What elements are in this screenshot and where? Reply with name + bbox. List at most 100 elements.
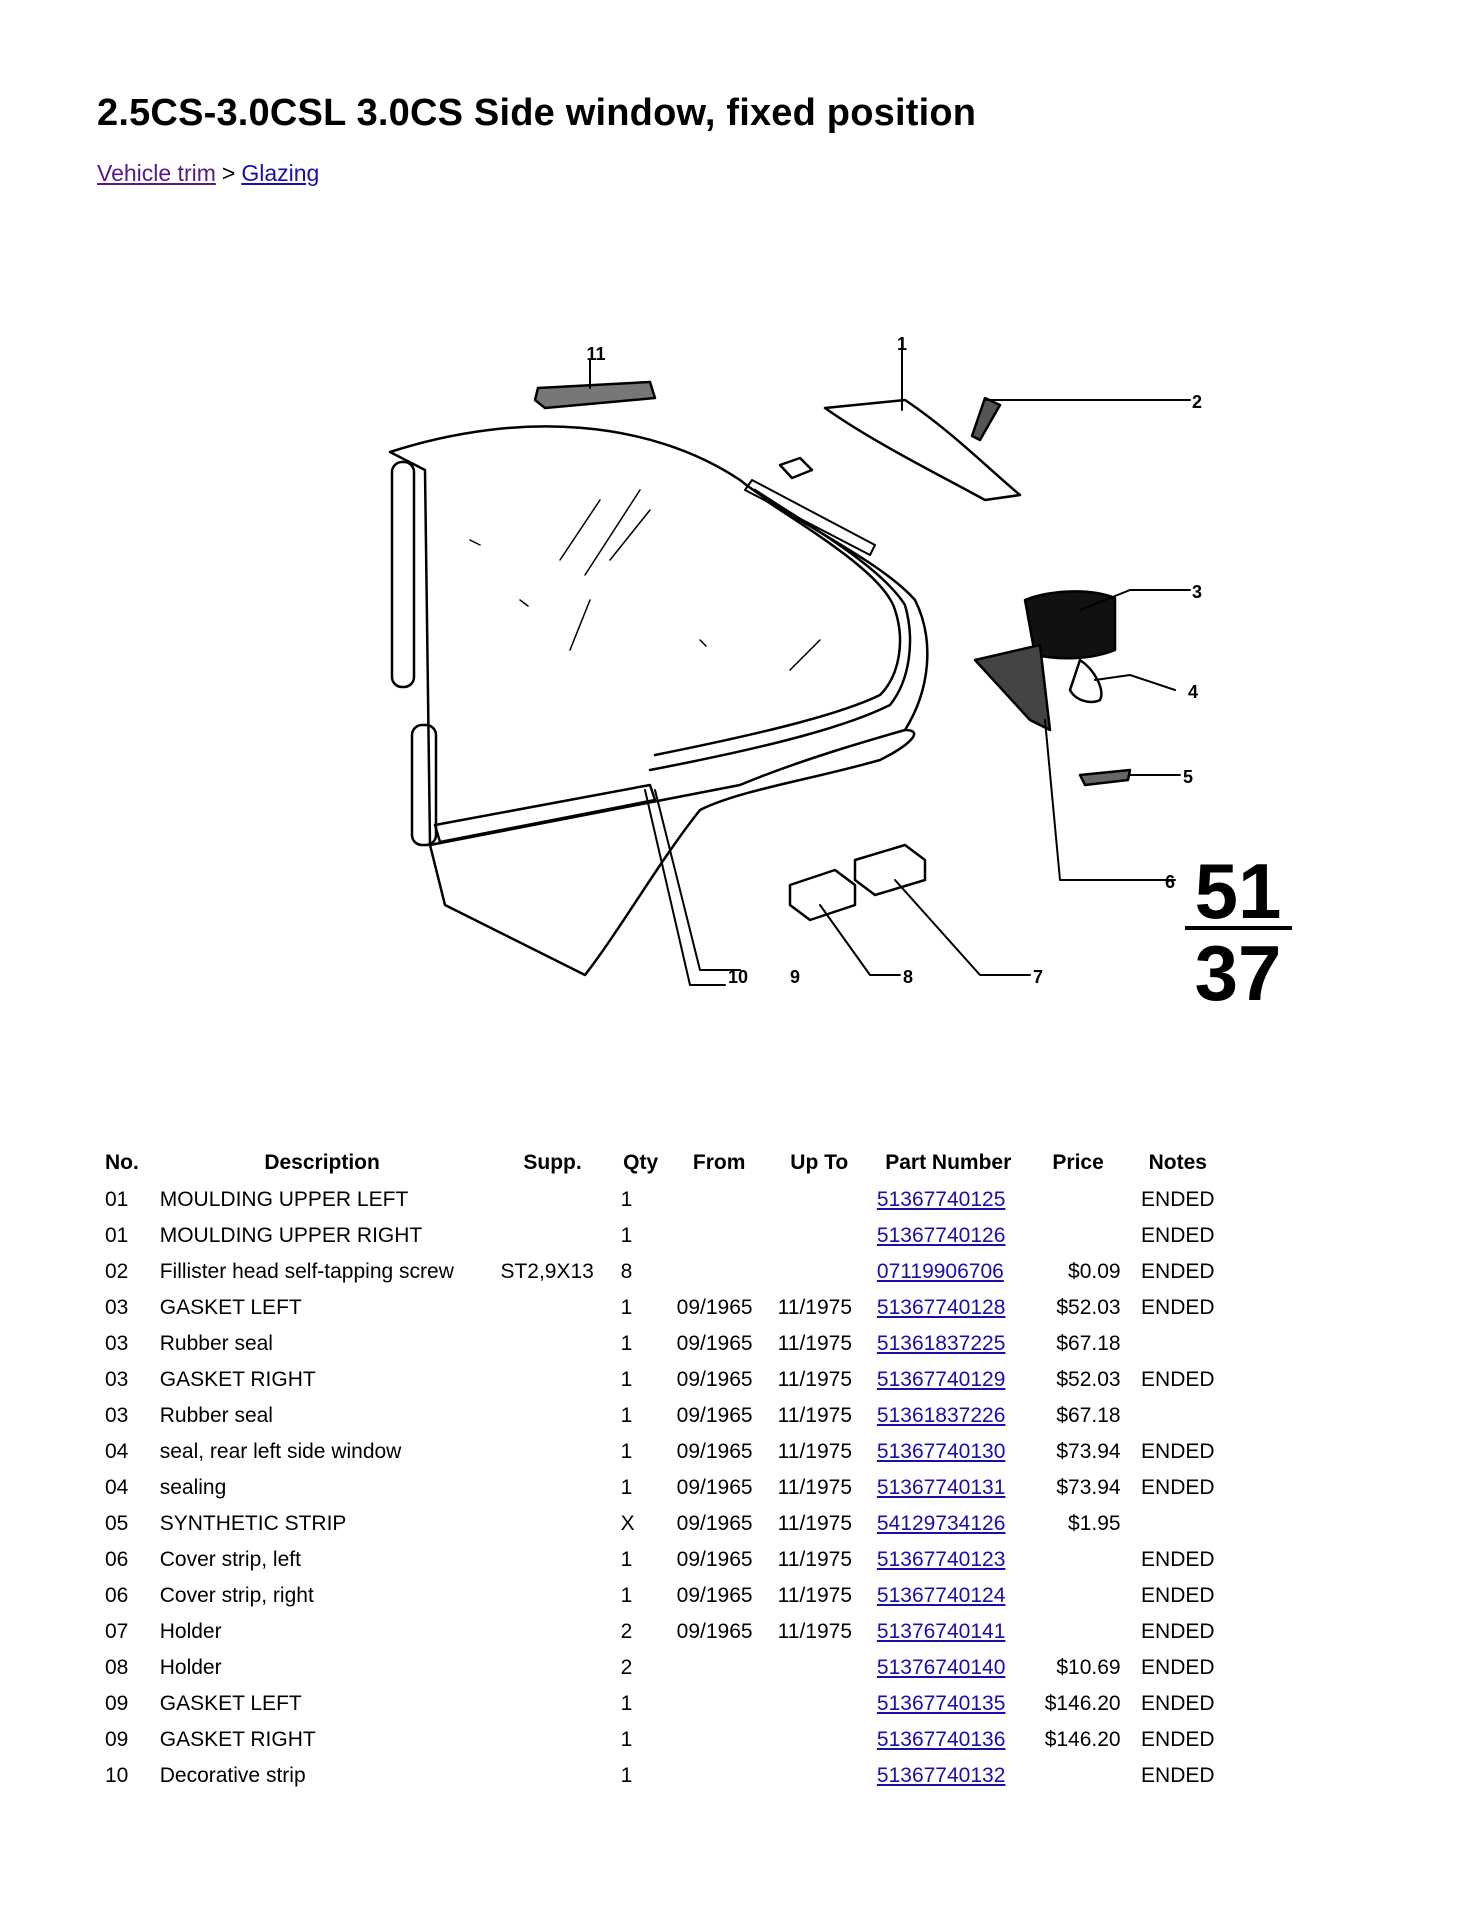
cell-part-number: 51376740140: [869, 1650, 1028, 1686]
cell-up-to: 11/1975: [777, 1584, 852, 1607]
cell-price: $67.18: [1056, 1332, 1121, 1355]
cell-notes: ENDED: [1141, 1476, 1215, 1499]
cell-notes: [1129, 1398, 1227, 1434]
table-header-row: No. Description Supp. Qty From Up To Par…: [97, 1144, 1227, 1182]
cell-from: 09/1965: [676, 1440, 753, 1463]
front-gasket-lower: [410, 723, 438, 847]
breadcrumb-separator: >: [221, 160, 236, 186]
cell-no: 05: [105, 1512, 129, 1535]
cell-price: $146.20: [1044, 1728, 1121, 1751]
cell-qty: 1: [620, 1584, 633, 1607]
part-number-link[interactable]: 51367740125: [876, 1188, 1006, 1211]
cell-supp: [492, 1398, 612, 1434]
cell-description: Fillister head self-tapping screw: [159, 1260, 454, 1283]
cell-price: [1028, 1542, 1129, 1578]
cell-notes: ENDED: [1141, 1188, 1215, 1211]
part-number-link[interactable]: 51367740129: [876, 1368, 1006, 1391]
cell-description: GASKET LEFT: [159, 1296, 302, 1319]
cell-no: 03: [105, 1404, 129, 1427]
breadcrumb: Vehicle trim>Glazing: [97, 160, 319, 187]
callout-8: 8: [903, 967, 913, 987]
callout-3: 3: [1192, 582, 1202, 602]
cell-qty: 1: [620, 1368, 633, 1391]
part-number-link[interactable]: 51361837226: [876, 1404, 1006, 1427]
cell-description: sealing: [159, 1476, 227, 1499]
frame-strip: [648, 488, 912, 772]
cell-supp: [492, 1506, 612, 1542]
cell-part-number: 54129734126: [869, 1506, 1028, 1542]
part-number-link[interactable]: 51367740124: [876, 1584, 1006, 1607]
cell-description: seal, rear left side window: [159, 1440, 402, 1463]
cell-price: [1028, 1578, 1129, 1614]
cell-no: 06: [105, 1548, 129, 1571]
cell-from: [669, 1218, 770, 1254]
part-number-link[interactable]: 51361837225: [876, 1332, 1006, 1355]
cell-part-number: 51367740129: [869, 1362, 1028, 1398]
cell-price: $73.94: [1056, 1440, 1121, 1463]
part-number-link[interactable]: 51367740130: [876, 1440, 1006, 1463]
cell-up-to: [770, 1650, 869, 1686]
cell-description: Rubber seal: [159, 1404, 273, 1427]
callout-1: 1: [897, 334, 907, 354]
cell-no: 01: [105, 1188, 129, 1211]
cell-qty: 1: [620, 1188, 633, 1211]
cell-up-to: 11/1975: [777, 1512, 852, 1535]
cell-description: MOULDING UPPER RIGHT: [159, 1224, 423, 1247]
part-number-link[interactable]: 51367740131: [876, 1476, 1006, 1499]
cell-notes: ENDED: [1141, 1692, 1215, 1715]
cell-up-to: [770, 1686, 869, 1722]
part-number-link[interactable]: 51376740140: [876, 1656, 1006, 1679]
cell-notes: ENDED: [1141, 1620, 1215, 1643]
breadcrumb-link-glazing[interactable]: Glazing: [241, 160, 320, 186]
breadcrumb-link-vehicle-trim[interactable]: Vehicle trim: [97, 160, 216, 186]
part-7-holder: [853, 843, 927, 897]
parts-table: No. Description Supp. Qty From Up To Par…: [97, 1144, 1227, 1794]
part-3-gasket: [1023, 590, 1117, 660]
cell-description: Holder: [159, 1656, 222, 1679]
cell-supp: [492, 1434, 612, 1470]
cell-notes: ENDED: [1141, 1728, 1215, 1751]
part-number-link[interactable]: 51367740126: [876, 1224, 1006, 1247]
part-number-link[interactable]: 54129734126: [876, 1512, 1006, 1535]
cell-part-number: 51361837225: [869, 1326, 1028, 1362]
part-number-link[interactable]: 51376740141: [876, 1620, 1006, 1643]
cell-description: GASKET LEFT: [159, 1692, 302, 1715]
part-number-link[interactable]: 51367740135: [876, 1692, 1006, 1715]
cell-description: MOULDING UPPER LEFT: [159, 1188, 409, 1211]
glass-reflection: [559, 489, 821, 671]
cell-part-number: 51367740123: [869, 1542, 1028, 1578]
part-number-link[interactable]: 07119906706: [876, 1260, 1004, 1283]
cell-no: 06: [105, 1584, 129, 1607]
cell-no: 08: [105, 1656, 129, 1679]
cell-up-to: 11/1975: [777, 1332, 852, 1355]
cell-notes: [1129, 1326, 1227, 1362]
part-number-link[interactable]: 51367740128: [876, 1296, 1006, 1319]
cell-notes: ENDED: [1141, 1368, 1215, 1391]
header-description: Description: [264, 1151, 380, 1174]
cell-from: 09/1965: [676, 1620, 753, 1643]
cell-from: 09/1965: [676, 1584, 753, 1607]
cell-from: [669, 1650, 770, 1686]
part-5-strip: [1078, 768, 1132, 787]
cell-from: 09/1965: [676, 1512, 753, 1535]
cell-qty: 1: [620, 1404, 633, 1427]
bottom-strip: [433, 783, 657, 844]
cell-part-number: 51367740131: [869, 1470, 1028, 1506]
cell-qty: 1: [620, 1224, 633, 1247]
part-number-link[interactable]: 51367740136: [876, 1728, 1006, 1751]
part-number-link[interactable]: 51367740132: [876, 1764, 1006, 1787]
cell-supp: [492, 1362, 612, 1398]
callout-11: 11: [586, 344, 605, 364]
callout-6: 6: [1165, 872, 1175, 892]
cell-qty: 1: [620, 1332, 633, 1355]
cell-up-to: [770, 1758, 869, 1794]
part-number-link[interactable]: 51367740123: [876, 1548, 1006, 1571]
cell-price: $0.09: [1068, 1260, 1121, 1283]
